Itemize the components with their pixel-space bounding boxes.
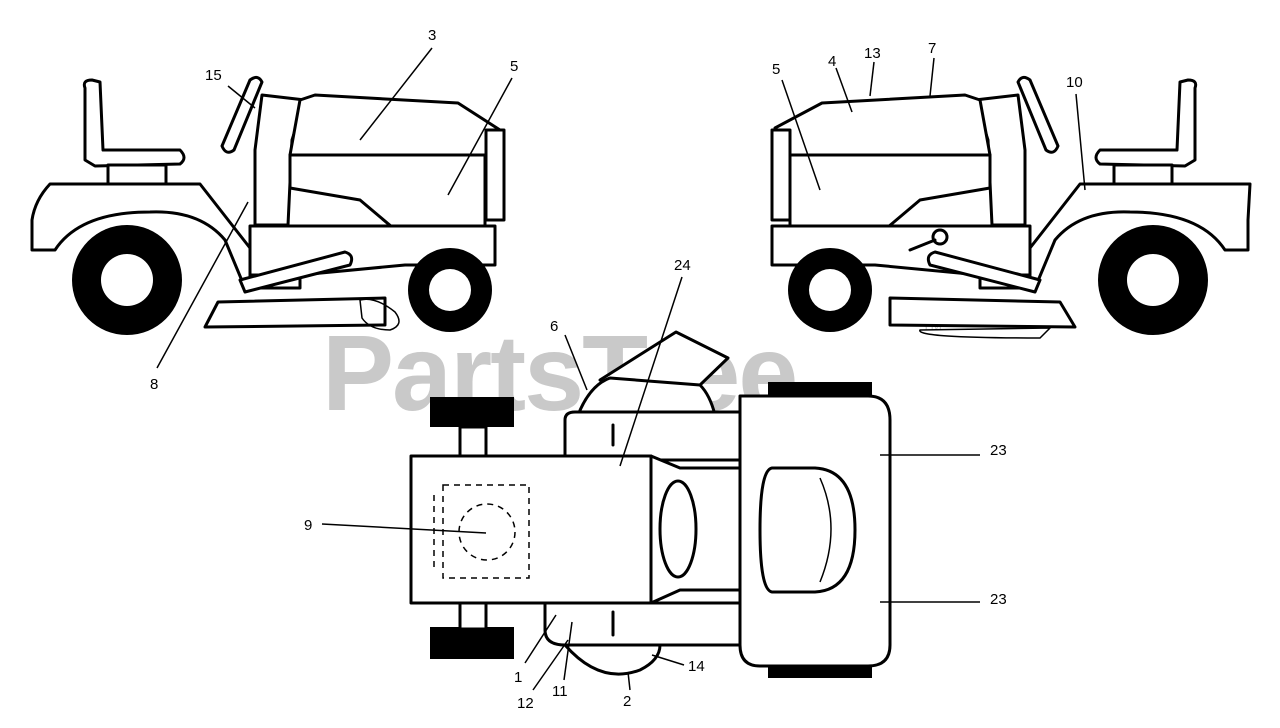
seat-base [106,163,168,187]
steering-wheel [220,75,264,154]
callout-8: 8 [150,376,158,393]
callout-11: 11 [552,683,568,700]
callout-24: 24 [674,257,691,274]
front-left-tire [768,382,872,396]
callout-13: 13 [864,45,881,62]
left-platform [563,410,762,462]
rear-left-axle [458,425,488,459]
rear-right-tire [430,627,514,659]
right-side-view-mower [770,75,1252,339]
callout-4: 4 [828,53,836,70]
rear-wheel-hub [101,254,153,306]
rear-right-axle [458,601,488,631]
callout-2: 2 [623,693,631,710]
steering-column-top [576,376,717,417]
callout-3: 3 [428,27,436,44]
callout-5-right: 5 [772,61,780,78]
right-platform [543,601,762,647]
rear-body [30,182,302,290]
dash-panel-oval [658,479,698,579]
seat-circle [458,503,516,561]
callout-10: 10 [1066,74,1083,91]
left-side-view-mower [30,75,506,335]
seat-outline [442,484,530,579]
hood [288,93,502,157]
callout-23-top: 23 [990,442,1007,459]
seat [82,78,186,168]
callout-12: 12 [517,695,534,712]
callout-14: 14 [688,658,705,675]
deck-chute [359,298,400,331]
top-view-mower [409,330,892,678]
callout-6: 6 [550,318,558,335]
callout-7: 7 [928,40,936,57]
grille [484,128,506,222]
mower-deck [203,296,387,329]
front-wheel-hub [429,269,471,311]
rear-left-tire [430,397,514,427]
callout-15: 15 [205,67,222,84]
foot-pedal [238,250,354,294]
callout-1: 1 [514,669,522,686]
callout-labels: 3 5 15 8 5 4 13 7 10 24 6 9 23 23 1 12 1… [150,27,1083,712]
rear-fender [409,454,653,605]
callout-5-left: 5 [510,58,518,75]
callout-9: 9 [304,517,312,534]
leader-lines [156,47,1086,691]
grille-top [758,466,857,594]
callout-23-bottom: 23 [990,591,1007,608]
discharge-chute-top [563,643,662,676]
